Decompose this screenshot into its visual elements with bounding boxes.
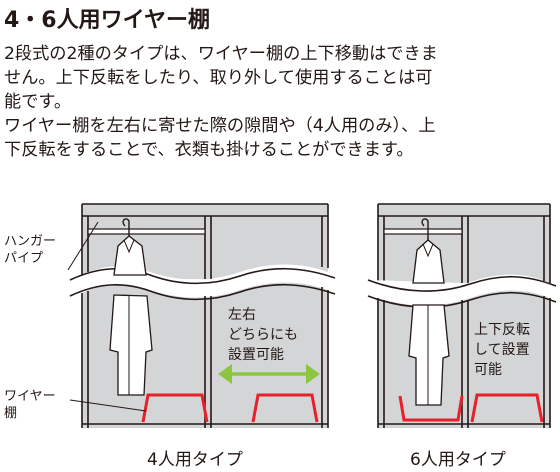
left-right-arrow-icon [218, 364, 320, 384]
wire-shelf-flipped [398, 395, 464, 422]
page-title: 4・6人用ワイヤー棚 [4, 8, 210, 33]
description-text: 2段式の2種のタイプは、ワイヤー棚の上下移動はできま せん。上下反転をしたり、取… [4, 42, 556, 162]
wire-shelf-left [141, 393, 209, 423]
wire-shelf-right [251, 393, 319, 423]
hanger-pipe-label-line: ハンガー [4, 234, 57, 249]
four-person-caption: 4人用タイプ [147, 450, 243, 470]
description-line: 能です。 [4, 92, 72, 112]
hanger-pipe-label: ハンガー パイプ [4, 233, 56, 267]
hanging-coat-icon [109, 218, 153, 396]
description-line: 下反転をすることで、衣類も掛けることができます。 [4, 140, 414, 160]
wire-shelf-right [470, 393, 544, 423]
six-person-unit [367, 203, 557, 428]
description-line: 2段式の2種のタイプは、ワイヤー棚の上下移動はできま [4, 44, 438, 64]
four-person-unit [69, 203, 336, 428]
note-line: して設置 [474, 342, 530, 358]
six-person-caption: 6人用タイプ [410, 450, 506, 470]
wire-shelf-label: ワイヤー 棚 [4, 388, 56, 422]
hanger-pipe-leader [67, 221, 99, 271]
wire-shelf-label-line: ワイヤー [4, 389, 56, 404]
note-line: どちらにも [228, 327, 298, 343]
hanger-pipe-label-line: パイプ [4, 251, 44, 266]
hanging-coat-icon [408, 218, 450, 406]
wire-shelf-leader [69, 399, 147, 412]
note-line: 可能 [474, 362, 502, 378]
description-line: ワイヤー棚を左右に寄せた際の隙間や（4人用のみ）、上 [4, 116, 436, 136]
wire-shelf-label-line: 棚 [4, 406, 18, 421]
note-line: 左右 [228, 307, 256, 323]
six-person-note: 上下反転 して設置 可能 [474, 320, 530, 380]
note-line: 上下反転 [474, 322, 530, 338]
four-person-note: 左右 どちらにも 設置可能 [228, 305, 298, 365]
note-line: 設置可能 [228, 347, 284, 363]
description-line: せん。上下反転をしたり、取り外して使用することは可 [4, 68, 433, 88]
